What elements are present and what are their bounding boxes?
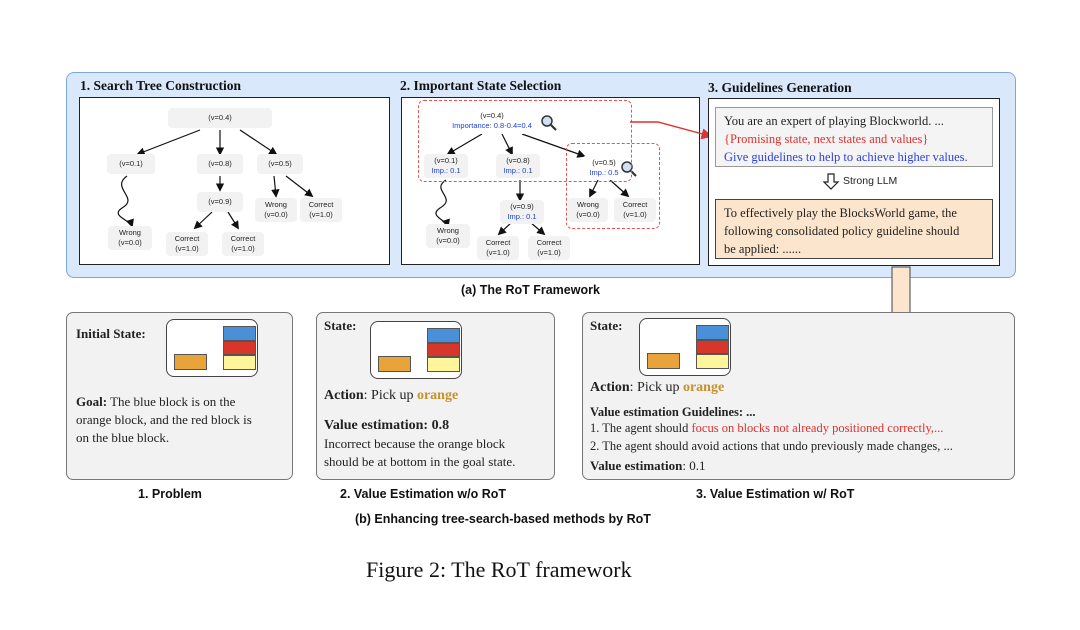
problem-panel: Initial State: Goal: The blue block is o… — [66, 312, 293, 480]
tree-leaf-correct: Correct(v=1.0) — [222, 232, 264, 256]
selection-leaf-correct: Correct(v=1.0) — [528, 236, 570, 260]
tree-leaf-correct: Correct(v=1.0) — [300, 198, 342, 222]
yellow-block — [427, 357, 460, 372]
guideline-item: 1. The agent should focus on blocks not … — [590, 421, 944, 435]
tree-node-v05: (v=0.5) — [257, 154, 303, 174]
tree-leaf-correct: Correct(v=1.0) — [166, 232, 208, 256]
magnifier-icon — [541, 115, 557, 131]
without-rot-caption: 2. Value Estimation w/o RoT — [340, 487, 507, 501]
selection-leaf-wrong: Wrong(v=0.0) — [426, 224, 470, 248]
yellow-block — [696, 354, 729, 369]
tree-node-v01: (v=0.1) — [107, 154, 155, 174]
orange-block — [174, 354, 207, 370]
guideline-output-box: To effectively play the BlocksWorld game… — [715, 199, 993, 259]
incorrect-reason: Incorrect because the orange block shoul… — [324, 436, 516, 469]
down-arrow-icon — [823, 173, 840, 190]
action-text: Action: Pick up orange — [590, 380, 725, 395]
guidelines-label: Value estimation Guidelines: ... — [590, 405, 756, 419]
magnifier-icon — [621, 161, 637, 177]
search-tree-edges — [117, 129, 314, 230]
red-block — [427, 343, 460, 357]
selection-node-v08: (v=0.8)Imp.: 0.1 — [496, 154, 540, 178]
prompt-line: {Promising state, next states and values… — [724, 132, 929, 146]
guidelines-panel: You are an expert of playing Blockworld.… — [708, 98, 1000, 266]
block-state-image — [166, 319, 258, 377]
tree-node-v08: (v=0.8) — [197, 154, 243, 174]
guidelines-title: 3. Guidelines Generation — [708, 80, 852, 95]
strong-llm-label: Strong LLM — [843, 175, 898, 187]
selection-root-node: (v=0.4)Importance: 0.8-0.4=0.4 — [442, 108, 542, 134]
red-block — [223, 341, 256, 355]
selection-node-v01: (v=0.1)Imp.: 0.1 — [424, 154, 468, 178]
selection-leaf-wrong: Wrong(v=0.0) — [568, 198, 608, 222]
state-selection-title: 2. Important State Selection — [400, 78, 562, 93]
output-line: To effectively play the BlocksWorld game… — [724, 206, 957, 220]
yellow-block — [223, 355, 256, 370]
action-text: Action: Pick up orange — [324, 388, 459, 403]
problem-caption: 1. Problem — [138, 487, 202, 501]
selection-to-guidelines-arrow — [630, 121, 713, 140]
value-estimation: Value estimation: 0.1 — [590, 458, 706, 473]
initial-state-label: Initial State: — [76, 326, 146, 341]
blue-block — [427, 328, 460, 343]
enhancing-caption: (b) Enhancing tree-search-based methods … — [355, 512, 651, 526]
figure-caption: Figure 2: The RoT framework — [366, 557, 632, 582]
selection-leaf-correct: Correct(v=1.0) — [614, 198, 656, 222]
search-tree-title: 1. Search Tree Construction — [80, 78, 241, 93]
selection-node-v05: (v=0.5)Imp.: 0.5 — [582, 156, 626, 180]
blue-block — [696, 325, 729, 340]
prompt-line: Give guidelines to help to achieve highe… — [724, 150, 968, 164]
value-with-rot-panel: State: Action: Pick up orange Value esti… — [582, 312, 1015, 480]
search-tree-panel: (v=0.4) (v=0.1) (v=0.8) (v=0.5) (v=0.9) … — [79, 97, 390, 265]
state-selection-edges — [435, 133, 630, 236]
value-estimation: Value estimation: 0.8 — [324, 418, 450, 433]
value-without-rot-panel: State: Action: Pick up orange Value esti… — [316, 312, 555, 480]
prompt-box: You are an expert of playing Blockworld.… — [715, 107, 993, 167]
tree-leaf-wrong: Wrong(v=0.0) — [255, 198, 297, 222]
output-line: following consolidated policy guideline … — [724, 224, 960, 238]
important-state-region — [418, 100, 632, 182]
state-label: State: — [324, 318, 357, 333]
orange-block — [378, 356, 411, 372]
important-state-region — [566, 143, 660, 229]
orange-block — [647, 353, 680, 369]
tree-root-node: (v=0.4) — [168, 108, 272, 128]
goal-text: Goal: The blue block is on the orange bl… — [76, 394, 252, 445]
blue-block — [223, 326, 256, 341]
selection-node-v09: (v=0.9)Imp.: 0.1 — [500, 200, 544, 224]
block-state-image — [639, 318, 731, 376]
prompt-line: You are an expert of playing Blockworld.… — [724, 114, 944, 128]
selection-leaf-correct: Correct(v=1.0) — [477, 236, 519, 260]
state-label: State: — [590, 318, 623, 333]
output-line: be applied: ...... — [724, 242, 802, 256]
red-block — [696, 340, 729, 354]
guideline-item: 2. The agent should avoid actions that u… — [590, 439, 953, 453]
block-state-image — [370, 321, 462, 379]
framework-caption: (a) The RoT Framework — [461, 283, 600, 297]
tree-leaf-wrong: Wrong(v=0.0) — [108, 226, 152, 250]
tree-node-v09: (v=0.9) — [197, 192, 243, 212]
with-rot-caption: 3. Value Estimation w/ RoT — [696, 487, 855, 501]
